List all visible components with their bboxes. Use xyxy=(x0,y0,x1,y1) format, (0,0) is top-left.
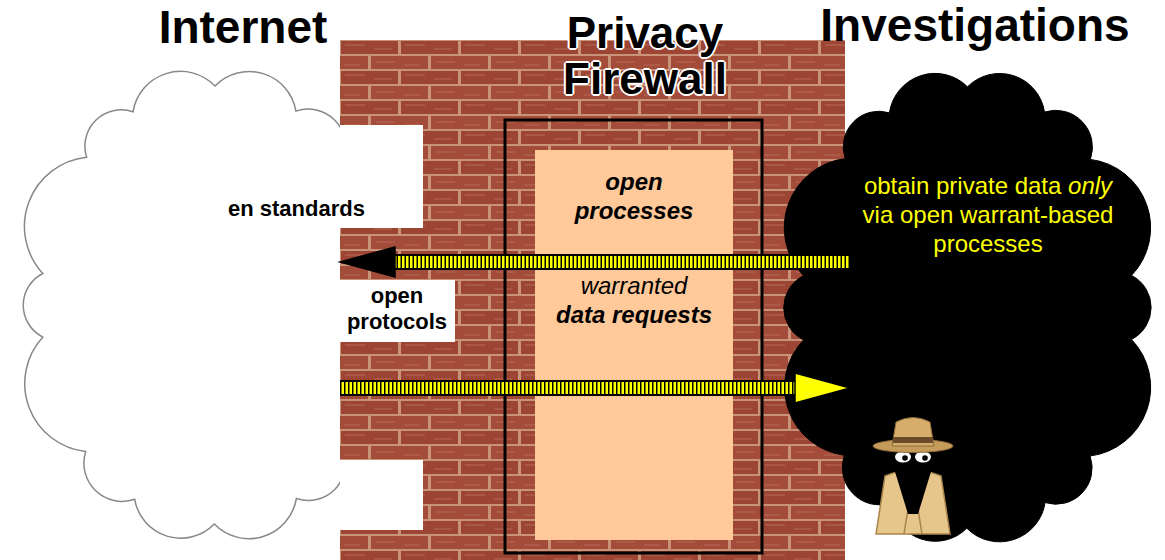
wall-opening xyxy=(340,280,455,342)
region-heading: Investigations xyxy=(805,0,1145,51)
process-box: open processes warranted data requests xyxy=(535,150,733,540)
process-frame xyxy=(505,120,762,553)
text-run: warrant-based xyxy=(960,201,1113,228)
face-shadow xyxy=(888,449,938,514)
brick-texture xyxy=(340,40,845,560)
hatched-arrow xyxy=(340,247,850,277)
text-run: only xyxy=(1068,172,1112,199)
arrow-hatching xyxy=(340,382,799,394)
arrow-hatching xyxy=(391,256,850,268)
text-run: private xyxy=(936,172,1008,199)
cloud-outline xyxy=(775,60,1160,555)
text-run: data xyxy=(1015,172,1062,199)
hat-crown xyxy=(892,418,934,447)
arrow-shaft xyxy=(340,382,799,394)
text-run: data requests xyxy=(535,301,733,330)
arrow-head xyxy=(340,247,395,277)
text-run: obtain xyxy=(864,172,929,199)
eye xyxy=(895,452,911,463)
text-run: warranted xyxy=(581,272,688,299)
pupil xyxy=(922,455,928,461)
hat-band xyxy=(893,437,933,443)
arrow-head xyxy=(795,373,850,403)
text-run: open xyxy=(900,201,953,228)
region-heading: Internet xyxy=(143,2,343,53)
process-label: open processes xyxy=(559,168,709,226)
text-run: processes xyxy=(933,230,1042,257)
arrow-outline xyxy=(391,254,850,270)
arrow-shaft xyxy=(391,256,850,268)
internet-cloud: Interneten standardsopen protocols xyxy=(15,55,340,555)
pupil xyxy=(902,455,908,461)
cloud-shape xyxy=(784,73,1151,541)
detective-figure xyxy=(868,412,958,537)
hatched-arrow xyxy=(340,373,850,403)
process-label: warranted data requests xyxy=(535,272,733,330)
standards-label: en standards xyxy=(228,196,398,222)
text-run: via xyxy=(863,201,894,228)
wall-opening xyxy=(340,125,423,228)
wall-opening xyxy=(340,460,423,530)
policy-note: obtain private data only via open warran… xyxy=(848,172,1128,258)
region-heading: Privacy Firewall xyxy=(545,10,745,102)
eye xyxy=(915,452,931,463)
protocols-label: open protocols xyxy=(332,283,462,336)
arrow-outline xyxy=(340,380,799,396)
